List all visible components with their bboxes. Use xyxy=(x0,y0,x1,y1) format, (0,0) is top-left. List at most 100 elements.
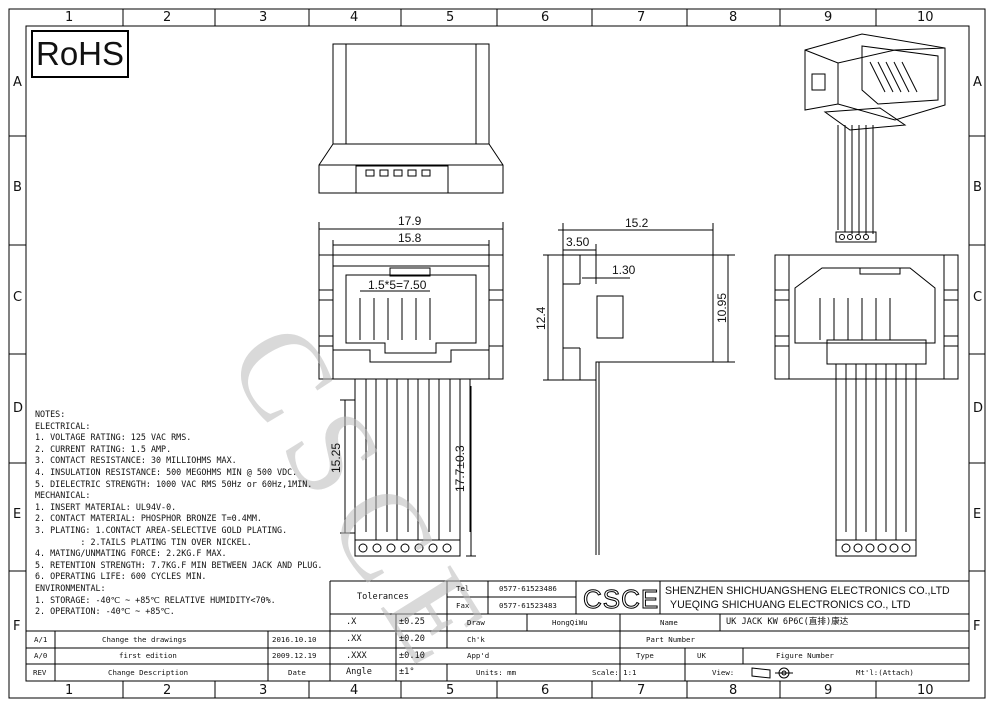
column-label: 7 xyxy=(637,10,646,25)
spec-notes: NOTES: ELECTRICAL: 1. VOLTAGE RATING: 12… xyxy=(35,409,322,618)
column-label: 3 xyxy=(259,10,268,25)
note-line: 2. OPERATION: -40℃ ~ +85℃. xyxy=(35,606,175,617)
row-label: E xyxy=(973,507,982,522)
column-label: 6 xyxy=(541,10,550,25)
tol-label: Angle xyxy=(346,667,372,677)
row-label: A xyxy=(973,75,982,90)
tol-value: ±0.25 xyxy=(399,617,425,627)
row-label: F xyxy=(973,619,981,634)
part-number-label: Part Number xyxy=(646,635,695,644)
dim-pitch: 1.5*5=7.50 xyxy=(368,278,427,292)
column-label: 9 xyxy=(824,683,833,698)
rev-description: Change the drawings xyxy=(102,635,187,644)
date-header: Date xyxy=(288,668,306,677)
note-line: 3. CONTACT RESISTANCE: 30 MILLIOHMS MAX. xyxy=(35,455,237,466)
dim-height-right: 10.95 xyxy=(715,292,729,323)
tol-label: .X xyxy=(346,617,357,627)
note-line: 1. VOLTAGE RATING: 125 VAC RMS. xyxy=(35,432,192,443)
column-label: 5 xyxy=(446,10,455,25)
material: Mt'l:(Attach) xyxy=(856,668,914,677)
row-label: A xyxy=(13,75,22,90)
column-label: 2 xyxy=(163,683,172,698)
note-line: ELECTRICAL: xyxy=(35,420,91,431)
tolerances-label: Tolerances xyxy=(357,592,409,602)
note-line: 4. MATING/UNMATING FORCE: 2.2KG.F MAX. xyxy=(35,548,227,559)
rev-code: A/0 xyxy=(34,651,48,660)
name-label: Name xyxy=(660,618,678,627)
side-view xyxy=(543,223,735,555)
note-line: 1. STORAGE: -40℃ ~ +85℃ RELATIVE HUMIDIT… xyxy=(35,594,276,605)
note-line: 6. OPERATING LIFE: 600 CYCLES MIN. xyxy=(35,571,207,582)
company-logo: CSCE xyxy=(582,584,660,615)
row-label: B xyxy=(13,180,22,195)
approved-label: App'd xyxy=(467,651,490,660)
dim-width-inner: 15.8 xyxy=(398,231,422,245)
column-grid xyxy=(122,9,877,698)
column-label: 4 xyxy=(350,683,359,698)
dim-lead-length: 15.25 xyxy=(329,442,343,473)
note-line: ENVIRONMENTAL: xyxy=(35,582,106,593)
note-line: 1. INSERT MATERIAL: UL94V-0. xyxy=(35,501,177,512)
note-line: 2. CONTACT MATERIAL: PHOSPHOR BRONZE T=0… xyxy=(35,513,262,524)
tel-value: 0577-61523486 xyxy=(499,584,557,593)
front-view xyxy=(318,222,504,557)
tol-value: ±0.20 xyxy=(399,634,425,644)
fax-label: Fax xyxy=(456,601,470,610)
row-label: D xyxy=(13,401,24,416)
note-line: 2. CURRENT RATING: 1.5 AMP. xyxy=(35,443,172,454)
note-line: MECHANICAL: xyxy=(35,490,91,501)
column-label: 7 xyxy=(637,683,646,698)
tel-label: Tel xyxy=(456,584,470,593)
tol-value: ±1° xyxy=(399,667,415,677)
column-label: 1 xyxy=(65,683,74,698)
column-label: 6 xyxy=(541,683,550,698)
desc-header: Change Description xyxy=(108,668,189,677)
figure-number-label: Figure Number xyxy=(776,651,834,660)
row-label: B xyxy=(973,180,982,195)
scale: Scale: 1:1 xyxy=(592,668,637,677)
column-label: 9 xyxy=(824,10,833,25)
title-block-lines xyxy=(26,580,969,682)
rear-view xyxy=(774,254,959,557)
row-label: C xyxy=(973,290,983,305)
part-name: UK JACK KW 6P6C(直排)康达 xyxy=(726,617,849,627)
dim-front-offset: 3.50 xyxy=(566,235,590,249)
dim-step: 1.30 xyxy=(612,263,636,277)
column-label: 4 xyxy=(350,10,359,25)
dim-lead-total: 17.7±0.3 xyxy=(453,445,467,492)
rohs-mark: RoHS xyxy=(31,30,129,78)
note-line: 3. PLATING: 1.CONTACT AREA-SELECTIVE GOL… xyxy=(35,524,288,535)
company-name-2: YUEQING SHICHUANG ELECTRONICS CO., LTD xyxy=(670,599,911,611)
view-label: View: xyxy=(712,668,735,677)
row-label: F xyxy=(13,619,21,634)
note-line: 5. RETENTION STRENGTH: 7.7KG.F MIN BETWE… xyxy=(35,559,323,570)
rev-code: A/1 xyxy=(34,635,48,644)
column-label: 8 xyxy=(729,10,738,25)
column-label: 3 xyxy=(259,683,268,698)
row-label: D xyxy=(973,401,984,416)
dim-depth: 15.2 xyxy=(625,216,649,230)
column-label: 2 xyxy=(163,10,172,25)
draw-value: HongQiWu xyxy=(552,618,588,627)
column-label: 1 xyxy=(65,10,74,25)
dim-height-left: 12.4 xyxy=(534,306,548,330)
draw-label: Draw xyxy=(467,618,485,627)
rev-header: REV xyxy=(33,668,47,677)
column-label: 10 xyxy=(917,10,934,25)
units: Units: mm xyxy=(476,668,517,677)
tol-label: .XX xyxy=(346,634,362,644)
rev-date: 2016.10.10 xyxy=(272,635,317,644)
row-label: E xyxy=(13,507,22,522)
tol-label: .XXX xyxy=(346,651,367,661)
note-line: 4. INSULATION RESISTANCE: 500 MEGOHMS MI… xyxy=(35,466,298,477)
top-view xyxy=(318,43,504,194)
row-grid xyxy=(9,135,985,572)
column-label: 8 xyxy=(729,683,738,698)
rev-date: 2009.12.19 xyxy=(272,651,317,660)
column-label: 5 xyxy=(446,683,455,698)
note-line: : 2.TAILS PLATING TIN OVER NICKEL. xyxy=(35,536,252,547)
type-label: Type xyxy=(636,651,654,660)
isometric-view xyxy=(804,33,946,243)
dim-width-outer: 17.9 xyxy=(398,214,422,228)
